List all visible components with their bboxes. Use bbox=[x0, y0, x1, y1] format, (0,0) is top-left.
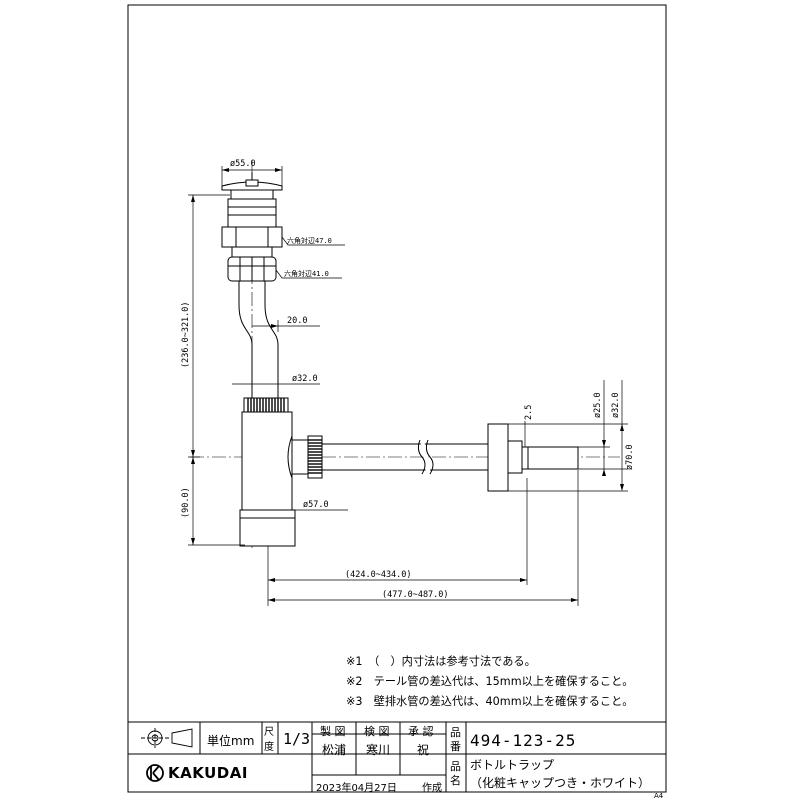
dim-offset20: 20.0 bbox=[287, 316, 307, 326]
notes-block: ※1 （ ）内寸法は参考寸法である。 ※2 テール管の差込代は、15mm以上を確… bbox=[346, 652, 633, 712]
approved-label: 承 認 bbox=[408, 725, 434, 738]
dim-d70: ø70.0 bbox=[625, 444, 635, 470]
note-3: ※3 壁排水管の差込代は、40mm以上を確保すること。 bbox=[346, 695, 634, 708]
drain-body bbox=[221, 189, 283, 282]
note-2: ※2 テール管の差込代は、15mm以上を確保すること。 bbox=[346, 675, 634, 688]
dim-hex41: 六角対辺41.0 bbox=[284, 269, 329, 278]
checked-label: 検 図 bbox=[364, 725, 390, 738]
dim-t2-5: 2.5 bbox=[524, 405, 534, 420]
kakudai-logo bbox=[146, 764, 164, 782]
sheet-border bbox=[127, 4, 667, 793]
note-1: ※1 （ ）内寸法は参考寸法である。 bbox=[346, 655, 536, 668]
dimension-labels: ø55.0 六角対辺47.0 六角対辺41.0 20.0 ø32.0 ø57.0… bbox=[181, 159, 635, 600]
title-block-grid bbox=[128, 721, 666, 792]
brand-name: KAKUDAI bbox=[168, 764, 248, 782]
drain-cap bbox=[221, 172, 283, 191]
product-name-line2: （化粧キャップつき・ホワイト） bbox=[470, 776, 651, 790]
checked-by: 寒川 bbox=[366, 743, 391, 757]
bottle-trap-drawing bbox=[188, 160, 628, 606]
part-no-label-2: 番 bbox=[450, 740, 461, 753]
name-label-1: 品 bbox=[450, 760, 461, 773]
tail-pipe bbox=[238, 281, 279, 398]
dim-len-outer: (477.0~487.0) bbox=[382, 590, 449, 600]
approved-by: 祝 bbox=[417, 743, 430, 757]
wall-flange bbox=[487, 423, 579, 492]
created-label: 作成 bbox=[422, 783, 442, 794]
unit-label: 単位mm bbox=[207, 734, 255, 748]
scale-label-1: 尺 bbox=[264, 727, 274, 738]
dim-hex47: 六角対辺47.0 bbox=[287, 236, 332, 245]
scale-label-2: 度 bbox=[264, 742, 274, 753]
dim-len-inner: (424.0~434.0) bbox=[345, 570, 412, 580]
dim-d25: ø25.0 bbox=[593, 392, 603, 418]
top-nut bbox=[243, 397, 289, 413]
product-name-line1: ボトルトラップ bbox=[470, 758, 555, 772]
trap-body bbox=[239, 411, 296, 547]
name-label-2: 名 bbox=[450, 774, 461, 787]
wall-pipe bbox=[322, 439, 488, 476]
created-date: 2023年04月27日 bbox=[316, 783, 397, 794]
scale-value: 1/3 bbox=[283, 730, 311, 748]
dim-d32-tail: ø32.0 bbox=[292, 374, 318, 384]
dim-h90: (90.0) bbox=[181, 487, 191, 518]
part-number: 494-123-25 bbox=[470, 731, 577, 750]
dim-d57: ø57.0 bbox=[303, 500, 329, 510]
sheet-size: A4 bbox=[654, 792, 664, 800]
dim-height-range: (236.0~321.0) bbox=[181, 301, 191, 368]
dim-d55: ø55.0 bbox=[230, 159, 256, 169]
drafted-label: 製 図 bbox=[320, 725, 346, 738]
part-no-label-1: 品 bbox=[450, 726, 461, 739]
dim-d32-wall: ø32.0 bbox=[611, 392, 621, 418]
side-nut bbox=[291, 435, 323, 479]
dimension-arrows bbox=[191, 168, 624, 602]
dimension-lines bbox=[188, 166, 628, 606]
drafted-by: 松浦 bbox=[322, 743, 347, 757]
projection-symbol-icon bbox=[141, 728, 193, 748]
